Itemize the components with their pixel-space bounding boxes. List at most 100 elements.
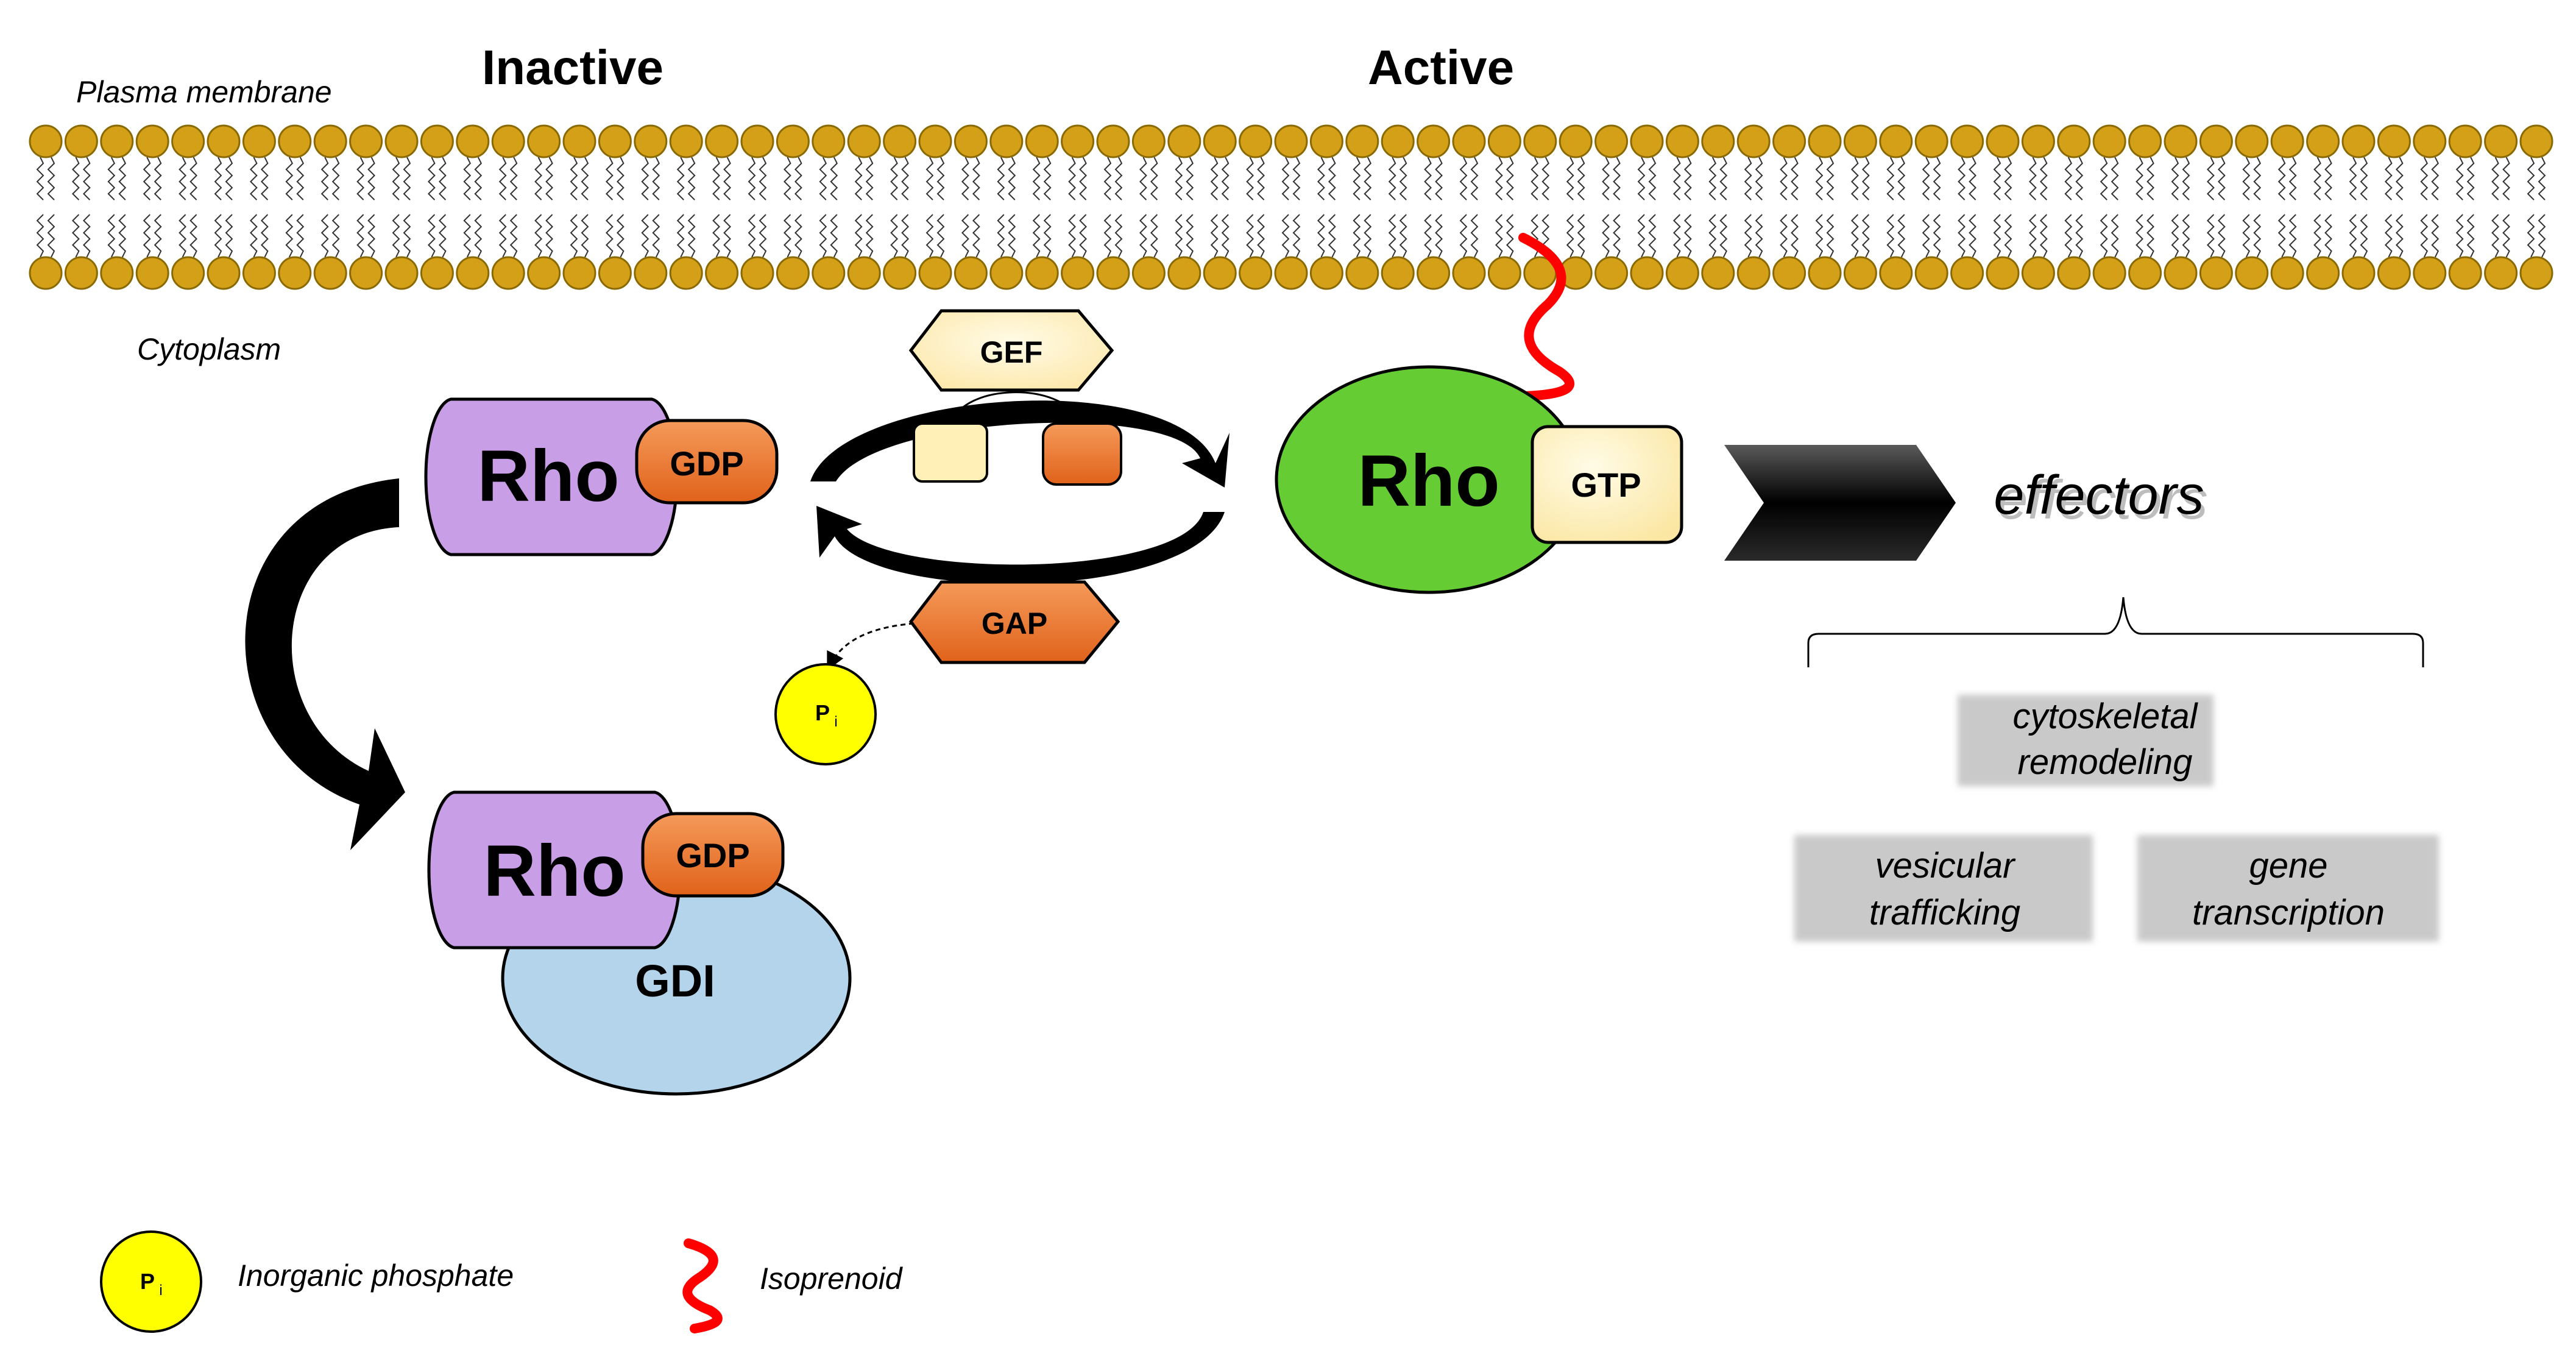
effector-box-vesicular: [1794, 835, 2093, 942]
lipid-tail: [71, 157, 80, 258]
lipid-tail: [2360, 157, 2368, 258]
lipid-head: [242, 124, 276, 158]
gdp-gtp-cycle: GEF GAP P i: [774, 309, 1230, 765]
lipid-head: [1061, 124, 1095, 158]
lipid-head: [1736, 124, 1771, 158]
lipid-tail: [2277, 157, 2286, 258]
lipid-tail: [1032, 157, 1041, 258]
lipid-head: [1843, 256, 1877, 290]
legend-phosphate-symbol: P: [140, 1269, 155, 1294]
lipid-head: [1665, 256, 1699, 290]
lipid-head: [598, 256, 632, 290]
lipid-head: [669, 124, 703, 158]
lipid-tail: [2466, 157, 2475, 258]
lipid-head: [2484, 256, 2518, 290]
lipid-tail: [2288, 157, 2297, 258]
lipid-head: [64, 256, 98, 290]
lipid-head: [64, 124, 98, 158]
lipid-head: [456, 256, 490, 290]
lipid-tail: [320, 157, 329, 258]
lipid-head: [1025, 124, 1059, 158]
lipid-tail: [1826, 157, 1835, 258]
gef-shape: [908, 309, 1114, 392]
lipid-tail: [854, 157, 863, 258]
lipid-head: [776, 124, 810, 158]
lipid-tail: [1683, 157, 1692, 258]
lipid-head: [2484, 124, 2518, 158]
lipid-head: [2021, 124, 2055, 158]
lipid-tail: [1850, 157, 1859, 258]
lipid-tail: [972, 157, 980, 258]
legend-isoprenoid-label: Isoprenoid: [760, 1262, 904, 1296]
lipid-tail: [1257, 157, 1265, 258]
released-phosphate-symbol: P: [815, 700, 830, 725]
lipid-head: [1452, 124, 1486, 158]
lipid-tail: [748, 157, 756, 258]
lipid-head: [705, 256, 739, 290]
lipid-tail: [118, 157, 127, 258]
gef-cycle-arrow: [810, 400, 1230, 488]
lipid-tail: [830, 157, 838, 258]
lipid-tail: [1861, 157, 1870, 258]
legend-phosphate-subscript: i: [159, 1282, 162, 1299]
lipid-head: [2235, 256, 2269, 290]
lipid-tail: [1459, 157, 1468, 258]
lipid-tail: [1922, 157, 1930, 258]
lipid-tail: [1435, 157, 1443, 258]
lipid-tail: [438, 157, 447, 258]
lipid-head: [2413, 256, 2447, 290]
effectors-brace: [1807, 597, 2424, 667]
lipid-tail: [2171, 157, 2179, 258]
lipid-head: [2057, 124, 2091, 158]
lipid-head: [1808, 124, 1842, 158]
lipid-head: [1879, 256, 1913, 290]
effector-gene-line2: transcription: [2192, 893, 2385, 932]
lipid-head: [2270, 124, 2304, 158]
lipid-head: [1594, 256, 1629, 290]
lipid-tail: [82, 157, 91, 258]
inactive-heading: Inactive: [482, 40, 663, 94]
lipid-tail: [2064, 157, 2073, 258]
lipid-head: [2021, 256, 2055, 290]
lipid-tail: [1139, 157, 1147, 258]
lipid-tail: [819, 157, 827, 258]
lipid-tail: [687, 157, 696, 258]
lipid-head: [847, 256, 881, 290]
lipid-head: [598, 124, 632, 158]
lipid-head: [1559, 124, 1593, 158]
lipid-tail: [1969, 157, 1977, 258]
lipid-head: [1239, 124, 1273, 158]
lipid-head: [135, 124, 169, 158]
lipid-tail: [1886, 157, 1895, 258]
lipid-head: [171, 124, 205, 158]
lipid-head: [634, 124, 668, 158]
lipid-tail: [2217, 157, 2226, 258]
rho-active-label: Rho: [1357, 440, 1499, 522]
lipid-tail: [498, 157, 507, 258]
lipid-head: [2164, 256, 2198, 290]
lipid-tail: [1364, 157, 1372, 258]
lipid-tail: [463, 157, 472, 258]
lipid-tail: [356, 157, 365, 258]
lipid-head: [527, 124, 561, 158]
legend-phosphate-label: Inorganic phosphate: [238, 1258, 514, 1293]
rho-gdi-label: Rho: [483, 830, 625, 912]
lipid-head: [171, 256, 205, 290]
effectors-shadow: effectors: [1997, 470, 2207, 531]
lipid-tail: [865, 157, 874, 258]
lipid-tail: [2242, 157, 2251, 258]
lipid-head: [1808, 256, 1842, 290]
lipid-tail: [36, 157, 44, 258]
gdp-inactive-shape: [635, 419, 779, 505]
gtp-shape: [1530, 425, 1683, 544]
lipid-head: [100, 124, 134, 158]
lipid-tail: [1068, 157, 1077, 258]
lipid-head: [1986, 124, 2020, 158]
lipid-tail: [570, 157, 578, 258]
lipid-tail: [936, 157, 945, 258]
gtp-label: GTP: [1571, 466, 1641, 504]
lipid-head: [1345, 256, 1379, 290]
lipid-tail: [1602, 157, 1610, 258]
lipid-tail: [1079, 157, 1088, 258]
